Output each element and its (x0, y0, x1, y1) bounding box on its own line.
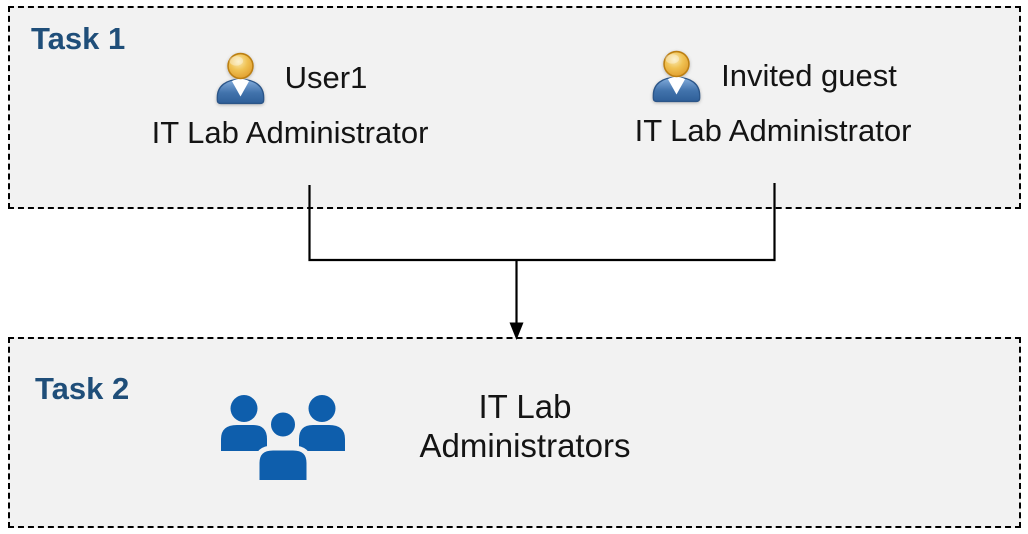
group-name: IT Lab Administrators (419, 388, 631, 464)
task1-box (8, 6, 1021, 209)
member-name: Invited guest (721, 58, 897, 94)
task2-label: Task 2 (35, 371, 130, 406)
member-row: Invited guest (649, 46, 897, 106)
task2-box (8, 337, 1021, 528)
task1-label: Task 1 (31, 21, 126, 56)
member-role: IT Lab Administrator (151, 115, 429, 150)
people-group-icon (217, 394, 349, 487)
member-user1: User1 IT Lab Administrator (100, 48, 480, 151)
person-icon (213, 51, 268, 106)
member-row: User1 (213, 48, 368, 108)
person-icon (649, 49, 704, 104)
member-name: User1 (284, 60, 368, 96)
member-role: IT Lab Administrator (634, 113, 912, 148)
member-invited-guest: Invited guest IT Lab Administrator (583, 46, 963, 149)
